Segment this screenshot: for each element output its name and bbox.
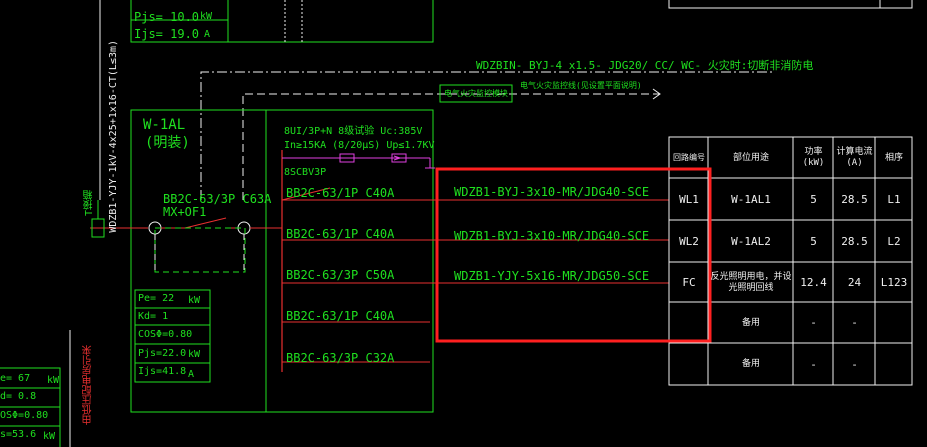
table-cell-usage: 反光照明用电，并设光照明回线 xyxy=(710,271,792,293)
table-cell-current: - xyxy=(851,316,858,330)
summary-ijs: Ijs=41.8 xyxy=(138,366,187,377)
table-header-phase: 相序 xyxy=(884,152,903,163)
table-cell-current: 28.5 xyxy=(841,192,868,206)
spd-line1: 8UI/3P+N 8级试验 Uc:385V xyxy=(284,126,423,137)
table-header-current: 计算电流(A) xyxy=(836,147,873,168)
table-cell-circuit: FC xyxy=(682,275,696,289)
main-breaker-label: BB2C-63/3P C63A xyxy=(163,192,272,206)
fire-cable-label: WDZBIN- BYJ-4 x1.5- JDG20/ CC/ WC- 火灾时:切… xyxy=(476,59,814,72)
table-cell-usage: 备用 xyxy=(741,317,760,328)
table-cell-circuit: WL1 xyxy=(679,192,699,206)
spd-line2: In≥15KA (8/20μS) Up≤1.7KV xyxy=(284,140,435,151)
table-cell-power: - xyxy=(810,357,817,371)
table-cell-phase: L1 xyxy=(887,192,901,206)
top-pjs: Pjs= 10.0 xyxy=(134,10,200,24)
branch-breaker-4[interactable]: BB2C-63/1P C40A xyxy=(286,309,395,323)
table-outline xyxy=(668,136,913,386)
left-pe: e= 67 xyxy=(0,373,31,384)
left-kd: d= 0.8 xyxy=(0,391,37,402)
table-header-usage: 部位用途 xyxy=(732,152,769,163)
top-ijs-unit: A xyxy=(204,29,211,40)
fire-monitor-line-label: 电气火灾监控线(见设置平面说明) xyxy=(520,81,642,90)
table-cell-usage: W-1AL2 xyxy=(731,234,771,248)
selection-highlight xyxy=(435,167,712,343)
spd-breaker: 8SCBV3P xyxy=(284,167,327,178)
left-cos: OSΦ=0.80 xyxy=(0,410,49,421)
left-pjs-unit: kW xyxy=(43,431,56,442)
table-cell-current: 28.5 xyxy=(841,234,868,248)
branch-breaker-5[interactable]: BB2C-63/3P C32A xyxy=(286,351,395,365)
summary-cos: COSΦ=0.80 xyxy=(138,329,193,340)
fire-monitor-line xyxy=(242,93,660,200)
table-cell-phase: L2 xyxy=(887,234,901,248)
summary-ijs-unit: A xyxy=(188,369,195,380)
table-cell-usage: 备用 xyxy=(741,359,760,370)
feeder-cable-vertical: WDZB1-YJY-1kV-4x25+1x16-CT(L≤3m) xyxy=(108,40,119,233)
feeder-from-label: T接箱 xyxy=(84,190,95,217)
table-cell-power: - xyxy=(810,316,817,330)
top-ijs: Ijs= 19.0 xyxy=(134,27,200,41)
fire-cable-line xyxy=(200,71,775,200)
table-cell-phase: L123 xyxy=(880,275,908,289)
table-cell-power: 5 xyxy=(810,234,817,248)
summary-pjs: Pjs=22.0 xyxy=(138,348,187,359)
cabinet-outline xyxy=(130,109,434,413)
table-cell-circuit: WL2 xyxy=(679,234,699,248)
left-vertical-label: 由低压配电房引来 xyxy=(83,345,94,425)
table-header-circuit: 回路编号 xyxy=(673,153,705,163)
table-cell-power: 5 xyxy=(810,192,817,206)
top-pjs-unit: kW xyxy=(200,11,213,22)
left-pe-unit: kW xyxy=(47,375,60,386)
branch-breaker-1[interactable]: BB2C-63/1P C40A xyxy=(286,186,395,200)
cabinet-name: W-1AL xyxy=(143,117,186,133)
main-breaker-aux: MX+OF1 xyxy=(163,205,207,219)
table-cell-current: - xyxy=(851,357,858,371)
branch-breaker-2[interactable]: BB2C-63/1P C40A xyxy=(286,227,395,241)
summary-pe-unit: kW xyxy=(188,295,201,306)
summary-pe: Pe= 22 xyxy=(138,293,175,304)
table-cell-current: 24 xyxy=(847,275,862,289)
branch-cable-1[interactable]: WDZB1-BYJ-3x10-MR/JDG40-SCE xyxy=(454,185,650,199)
summary-pjs-unit: kW xyxy=(188,349,201,360)
table-header-power: 功率(kW) xyxy=(802,147,825,168)
cabinet-mount: (明装) xyxy=(145,135,190,151)
summary-kd: Kd= 1 xyxy=(138,311,169,322)
table-cell-usage: W-1AL1 xyxy=(731,192,771,206)
branch-breaker-3[interactable]: BB2C-63/3P C50A xyxy=(286,268,395,282)
table-cell-power: 12.4 xyxy=(800,275,827,289)
branch-cable-2[interactable]: WDZB1-BYJ-3x10-MR/JDG40-SCE xyxy=(454,229,650,243)
branch-cable-3[interactable]: WDZB1-YJY-5x16-MR/JDG50-SCE xyxy=(454,269,650,283)
fire-monitor-box-label: 电气火灾监控模块 xyxy=(444,89,508,98)
left-pjs: s=53.6 xyxy=(0,429,37,440)
